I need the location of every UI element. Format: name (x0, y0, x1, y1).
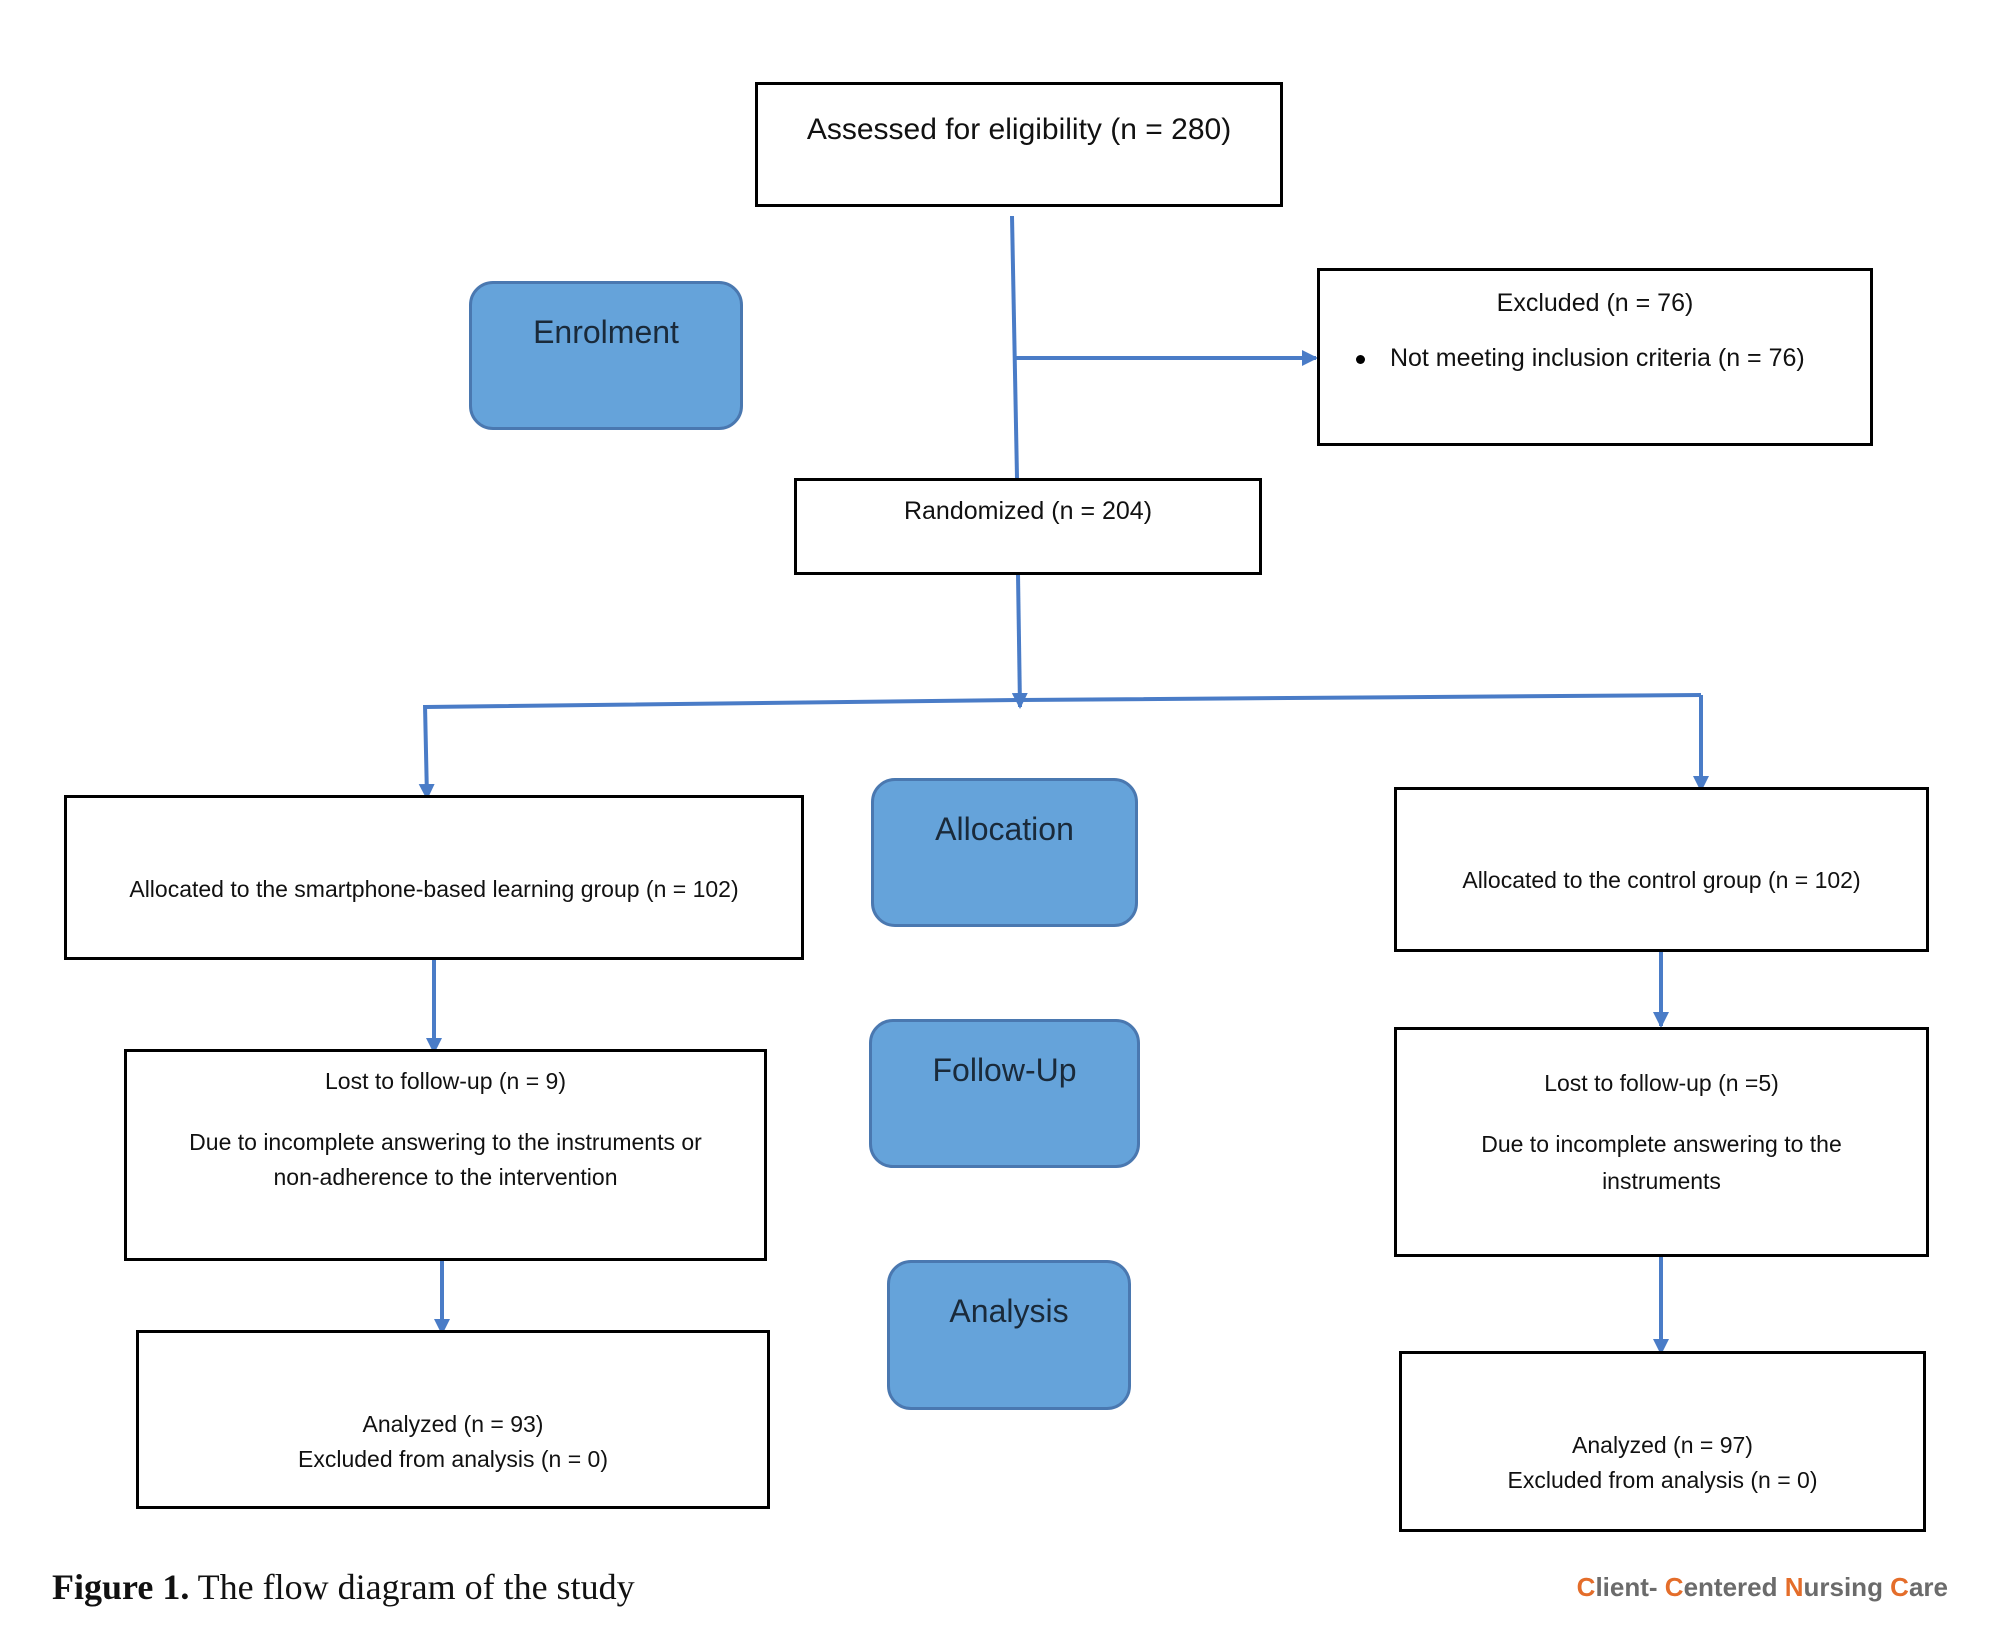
stage-allocation: Allocation (871, 778, 1138, 927)
stage-enrolment-label: Enrolment (533, 314, 679, 350)
stage-analysis-label: Analysis (949, 1293, 1069, 1329)
journal-letter-4: C (1890, 1572, 1909, 1602)
journal-name: Client- Centered Nursing Care (1577, 1572, 1948, 1603)
journal-word-2: entered (1683, 1572, 1785, 1602)
analyzed-intervention-box: Analyzed (n = 93) Excluded from analysis… (136, 1330, 770, 1509)
bullet-icon (1356, 354, 1365, 364)
allocated-control-box: Allocated to the control group (n = 102) (1394, 787, 1929, 952)
lost-control-box: Lost to follow-up (n =5) Due to incomple… (1394, 1027, 1929, 1257)
analyzed-control-count: Analyzed (n = 97) (1572, 1432, 1753, 1458)
arrow-to-allocated-intervention (418, 704, 435, 800)
journal-word-4: are (1908, 1572, 1948, 1602)
lost-intervention-box: Lost to follow-up (n = 9) Due to incompl… (124, 1049, 767, 1261)
stage-enrolment: Enrolment (469, 281, 743, 430)
lost-intervention-reason-1: Due to incomplete answering to the instr… (189, 1129, 702, 1155)
analyzed-control-excluded: Excluded from analysis (n = 0) (1507, 1467, 1818, 1493)
arrow-randomized-down (1011, 573, 1028, 709)
lost-control-reason-2: instruments (1602, 1168, 1721, 1194)
figure-label: Figure 1. (52, 1567, 190, 1607)
analyzed-control-box: Analyzed (n = 97) Excluded from analysis… (1399, 1351, 1926, 1532)
journal-letter-3: N (1784, 1572, 1804, 1602)
eligibility-box: Assessed for eligibility (n = 280) (755, 82, 1283, 207)
lost-control-reason-1: Due to incomplete answering to the (1481, 1131, 1842, 1157)
stage-follow-up: Follow-Up (869, 1019, 1140, 1168)
stage-analysis: Analysis (887, 1260, 1131, 1410)
excluded-bullet-row: Not meeting inclusion criteria (n = 76) (1320, 344, 1870, 373)
lost-intervention-title: Lost to follow-up (n = 9) (325, 1068, 566, 1094)
randomized-box: Randomized (n = 204) (794, 478, 1262, 575)
lost-control-title: Lost to follow-up (n =5) (1544, 1070, 1779, 1096)
allocated-intervention-label: Allocated to the smartphone-based learni… (129, 876, 739, 902)
allocated-intervention-box: Allocated to the smartphone-based learni… (64, 795, 804, 960)
journal-letter-1: C (1576, 1572, 1596, 1602)
stage-allocation-label: Allocation (935, 811, 1074, 847)
excluded-title: Excluded (n = 76) (1496, 289, 1694, 317)
excluded-reason: Not meeting inclusion criteria (n = 76) (1389, 344, 1805, 372)
journal-word-1: lient- (1595, 1572, 1665, 1602)
figure-title: The flow diagram of the study (189, 1567, 635, 1607)
analyzed-intervention-count: Analyzed (n = 93) (362, 1411, 544, 1437)
stage-follow-up-label: Follow-Up (932, 1052, 1077, 1088)
lost-intervention-reason-2: non-adherence to the intervention (273, 1164, 618, 1190)
split-line (424, 693, 1702, 709)
randomized-label: Randomized (n = 204) (903, 497, 1153, 525)
journal-letter-2: C (1664, 1572, 1684, 1602)
excluded-box: Excluded (n = 76) Not meeting inclusion … (1317, 268, 1873, 446)
arrow-eligibility-to-randomized (1010, 215, 1019, 479)
eligibility-label: Assessed for eligibility (n = 280) (806, 113, 1232, 146)
journal-word-3: ursing (1803, 1572, 1891, 1602)
figure-caption: Figure 1. The flow diagram of the study (52, 1566, 635, 1608)
allocated-control-label: Allocated to the control group (n = 102) (1462, 867, 1861, 893)
analyzed-intervention-excluded: Excluded from analysis (n = 0) (298, 1446, 608, 1472)
